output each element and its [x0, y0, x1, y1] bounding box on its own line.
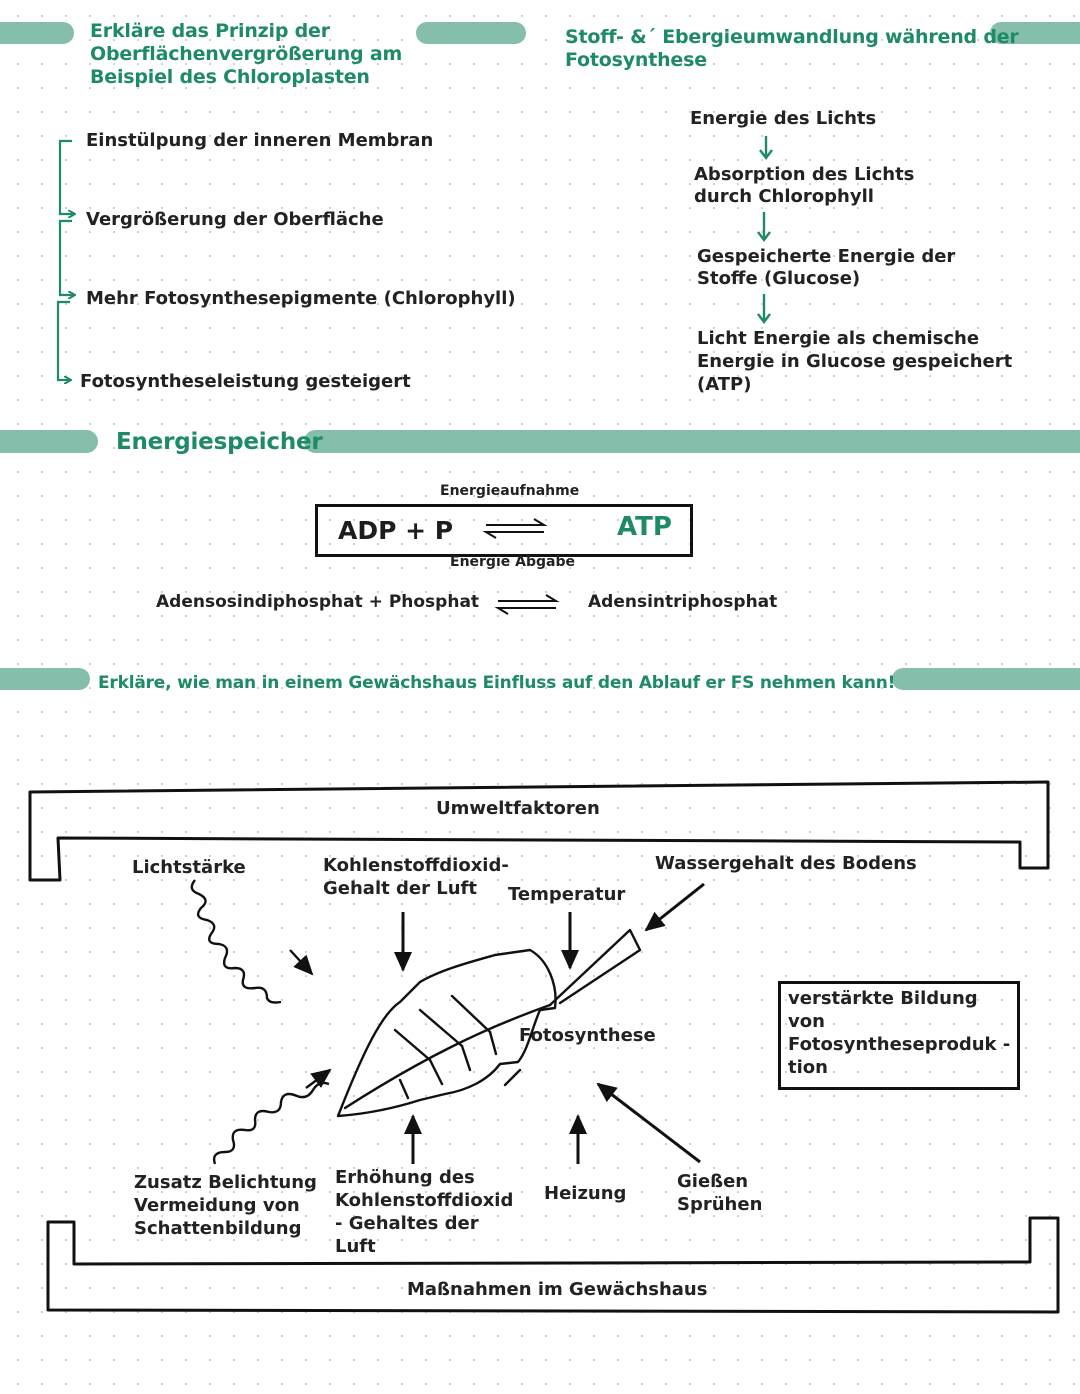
energy-out-label: Energie Abgabe — [450, 554, 575, 570]
flow-step: Licht Energie als chemische — [697, 328, 980, 349]
result-text: tion — [788, 1057, 828, 1078]
equilibrium-arrow-icon — [482, 518, 560, 615]
flow-step: durch Chlorophyll — [694, 186, 874, 207]
measure-co2: - Gehaltes der — [335, 1213, 479, 1234]
bracket-bottom — [46, 1216, 1060, 1314]
factor-arrows — [394, 882, 705, 1164]
measure-light: Schattenbildung — [134, 1218, 302, 1239]
header-bar — [0, 22, 74, 44]
result-text: von — [788, 1011, 825, 1032]
chain-step: Fotosyntheseleistung gesteigert — [80, 371, 411, 392]
chain-step: Mehr Fotosynthesepigmente (Chlorophyll) — [86, 288, 516, 309]
energy-in-label: Energieaufnahme — [440, 483, 580, 499]
header-bar — [416, 22, 526, 44]
measure-co2: Luft — [335, 1236, 376, 1257]
header-bar — [0, 430, 98, 453]
result-box — [778, 981, 1020, 1090]
chain-brackets — [56, 139, 74, 380]
leaf-icon — [336, 928, 642, 1118]
flow-step: Energie in Glucose gespeichert — [697, 351, 1013, 372]
measure-water: Sprühen — [677, 1194, 763, 1215]
header-bar — [990, 22, 1080, 44]
bracket-label-top: Umweltfaktoren — [436, 798, 600, 819]
factor-light: Lichtstärke — [132, 857, 246, 878]
factor-co2: Kohlenstoffdioxid- — [323, 855, 509, 876]
section-title-line: Erkläre das Prinzip der — [90, 20, 330, 42]
result-text: Fotosyntheseproduk - — [788, 1034, 1011, 1055]
flow-step: Energie des Lichts — [690, 108, 877, 129]
chain-step: Einstülpung der inneren Membran — [86, 130, 434, 151]
section-title: Energiespeicher — [116, 429, 323, 455]
flow-step: Gespeicherte Energie der — [697, 246, 956, 267]
section-title-line: Stoff- &´ Ebergieumwandlung während der — [565, 26, 1019, 48]
equation-box — [315, 504, 693, 557]
equation-right: ATP — [617, 512, 672, 542]
light-wave-arrows — [190, 879, 332, 1165]
header-bar — [0, 668, 90, 690]
header-bar — [892, 668, 1080, 690]
measure-co2: Erhöhung des — [335, 1167, 475, 1188]
measure-light: Zusatz Belichtung — [134, 1172, 317, 1193]
measure-heating: Heizung — [544, 1183, 627, 1204]
flow-arrows — [757, 136, 773, 324]
measure-water: Gießen — [677, 1171, 749, 1192]
bracket-top — [28, 780, 1050, 882]
equation-left: ADP + P — [338, 516, 454, 545]
section-title: Erkläre, wie man in einem Gewächshaus Ei… — [98, 673, 896, 693]
section-title-line: Beispiel des Chloroplasten — [90, 66, 370, 88]
measure-co2: Kohlenstoffdioxid — [335, 1190, 514, 1211]
header-bar — [304, 430, 1080, 453]
section-title-line: Oberflächenvergrößerung am — [90, 43, 403, 65]
flow-step: Absorption des Lichts — [694, 164, 915, 185]
flow-step: Stoffe (Glucose) — [697, 268, 861, 289]
chain-step: Vergrößerung der Oberfläche — [86, 209, 384, 230]
result-text: verstärkte Bildung — [788, 988, 978, 1009]
flow-step: (ATP) — [697, 374, 752, 395]
equation-right-long: Adensintriphosphat — [588, 592, 778, 612]
factor-temperature: Temperatur — [508, 884, 626, 905]
measure-light: Vermeidung von — [134, 1195, 300, 1216]
factor-co2: Gehalt der Luft — [323, 878, 477, 899]
bracket-label-bottom: Maßnahmen im Gewächshaus — [407, 1279, 708, 1300]
center-label: Fotosynthese — [519, 1025, 656, 1046]
factor-water: Wassergehalt des Bodens — [655, 853, 917, 874]
section-title-line: Fotosynthese — [565, 49, 707, 71]
equation-left-long: Adensosindiphosphat + Phosphat — [156, 592, 480, 612]
